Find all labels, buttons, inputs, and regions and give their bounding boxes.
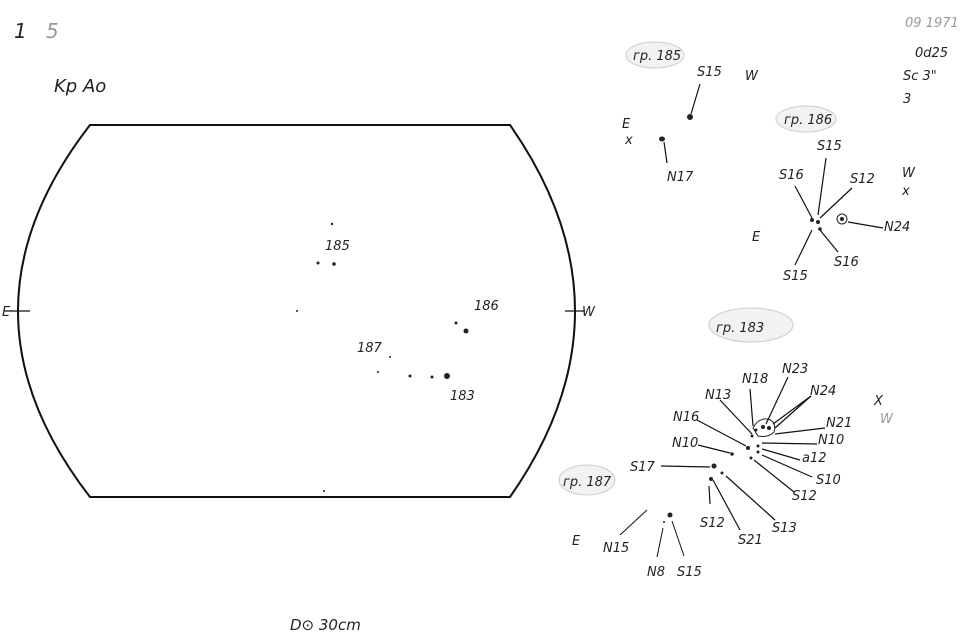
sheet-sub: 5: [46, 19, 59, 43]
label-n18: N18: [742, 372, 768, 387]
label-east: E: [622, 117, 631, 132]
disk-west-label: W: [582, 305, 596, 320]
instrument-label: D⊙ 30cm: [290, 616, 361, 634]
group-183-detail: гр. 183 N18 N23 N13: [630, 307, 894, 548]
label-n17: N17: [667, 170, 694, 185]
label-x: X: [873, 394, 884, 409]
observation-time: 0d25: [915, 46, 948, 61]
label-s12: S12: [850, 172, 875, 187]
group-185-detail: гр. 185 S15 W E x N17: [622, 41, 759, 185]
group-186-detail: гр. 186 S15 S16 S12 W x E N24 S15 S16: [752, 105, 916, 284]
label-a12: a12: [802, 451, 827, 466]
label-s16: S16: [834, 255, 859, 270]
observation-date: 09 1971: [905, 16, 959, 31]
label-n23: N23: [782, 362, 808, 377]
disk-group-183: 183: [450, 389, 475, 404]
label-s13: S13: [772, 521, 797, 536]
label-n15: N15: [603, 541, 629, 556]
label-s21: S21: [738, 533, 763, 548]
observer-code: Kp Ao: [54, 76, 106, 97]
label-s17: S17: [630, 460, 656, 475]
label-s15: S15: [677, 565, 702, 580]
label-n13: N13: [705, 388, 731, 403]
label-n16: N16: [673, 410, 699, 425]
label-west: W: [880, 412, 894, 427]
group-187-detail: гр. 187 E N15 N8 S15: [558, 464, 702, 580]
label-s10: S10: [816, 473, 841, 488]
disk-group-185: 185: [325, 239, 350, 254]
label-west: W: [745, 69, 759, 84]
label-n24: N24: [884, 220, 910, 235]
group-183-title: гр. 183: [716, 321, 764, 336]
label-x: x: [624, 133, 633, 148]
disk-east-label: E: [2, 305, 11, 320]
sheet-number: 1: [14, 19, 27, 43]
disk-group-187: 187: [357, 341, 383, 356]
label-n10: N10: [672, 436, 698, 451]
disk-group-186: 186: [474, 299, 499, 314]
solar-disk: E W 185 186 187 183: [2, 124, 596, 498]
label-east: E: [572, 534, 581, 549]
label-s12: S12: [792, 489, 817, 504]
label-s15: S15: [817, 139, 842, 154]
group-185-title: гр. 185: [633, 49, 681, 64]
seeing-value: Sc 3": [903, 69, 937, 84]
label-n8: N8: [647, 565, 665, 580]
label-n10: N10: [818, 433, 844, 448]
s-value: 3: [903, 92, 911, 107]
label-west: W: [902, 166, 916, 181]
group-186-title: гр. 186: [784, 113, 832, 128]
label-n24: N24: [810, 384, 836, 399]
label-s15: S15: [783, 269, 808, 284]
group-187-title: гр. 187: [563, 475, 612, 490]
label-east: E: [752, 230, 761, 245]
label-n21: N21: [826, 416, 852, 431]
label-s16: S16: [779, 168, 804, 183]
label-x: x: [901, 184, 910, 199]
label-s15: S15: [697, 65, 722, 80]
label-s12: S12: [700, 516, 725, 531]
